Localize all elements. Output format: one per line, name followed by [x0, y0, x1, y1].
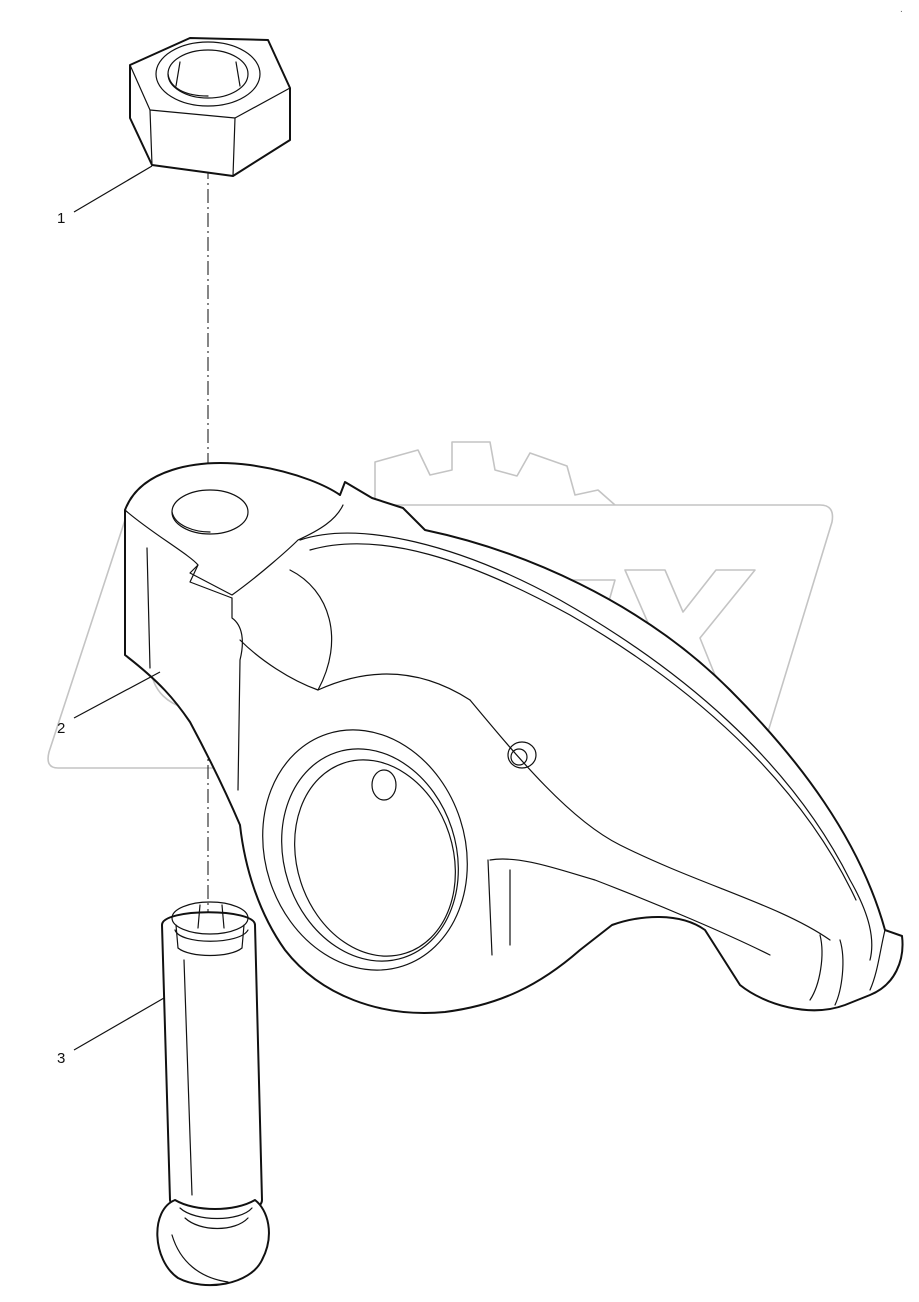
callout-number-1: 1 — [57, 210, 65, 227]
callout-number-2: 2 — [57, 720, 65, 737]
rocker-arm-shaft-bore — [262, 729, 468, 971]
adjusting-screw — [156, 901, 270, 1287]
hex-nut-body — [129, 37, 291, 177]
leader-line-1 — [73, 165, 153, 213]
rocker-arm — [124, 462, 904, 1014]
rocker-arm-oil-hole — [507, 741, 537, 769]
callout-labels: 1 2 3 — [57, 210, 65, 1067]
adjusting-screw-shank — [161, 911, 263, 1216]
hex-nut-bore — [155, 41, 261, 107]
leader-lines — [73, 165, 165, 1051]
leader-line-2 — [73, 671, 161, 719]
hex-nut — [129, 37, 291, 177]
corner-mark: . — [900, 4, 903, 15]
watermark-gear-teeth — [374, 441, 616, 506]
callout-number-3: 3 — [57, 1050, 65, 1067]
leader-line-3 — [73, 997, 165, 1051]
adjusting-screw-ball — [156, 1199, 270, 1287]
adjusting-screw-head — [171, 901, 249, 935]
rocker-arm-pivot-top — [124, 504, 344, 596]
rocker-arm-body — [124, 462, 904, 1014]
